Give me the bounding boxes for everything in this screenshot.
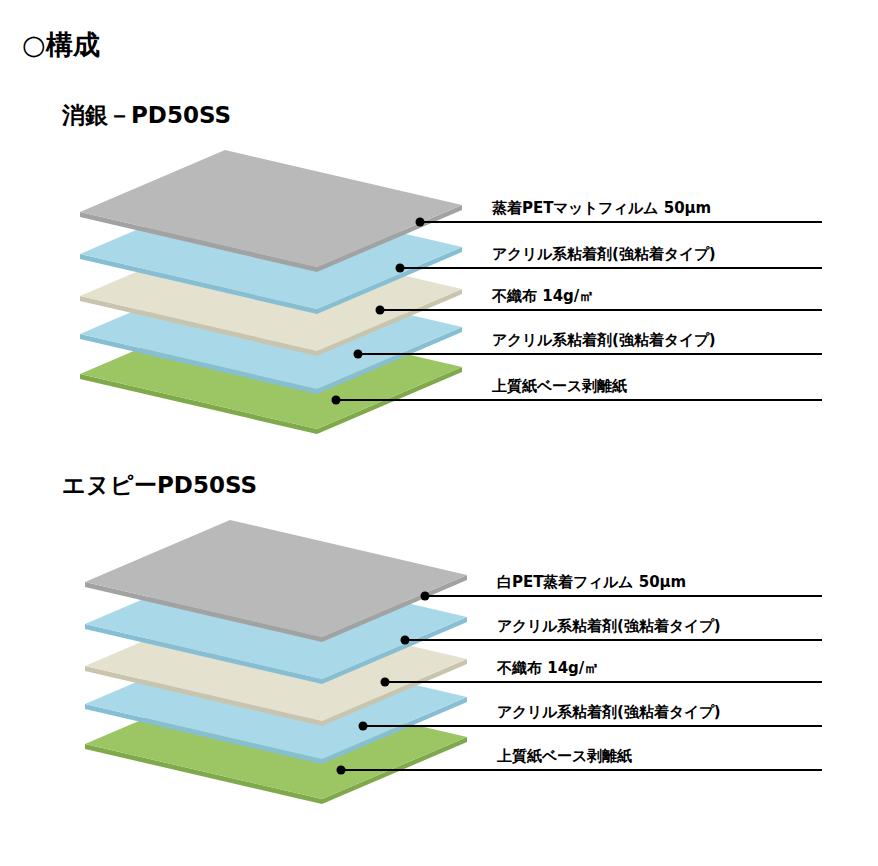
layer-label: アクリル系粘着剤(強粘着タイプ) (492, 244, 716, 264)
layer-sheet (80, 150, 462, 267)
leader-dot (337, 766, 346, 775)
leader-line (420, 221, 822, 223)
leader-dot (332, 396, 341, 405)
layer-label: 上質紙ベース剥離紙 (492, 376, 627, 396)
layer-label: 不織布 14g/㎡ (497, 658, 599, 678)
layer-label: 上質紙ベース剥離紙 (497, 746, 632, 766)
layer-label: 蒸着PETマットフィルム 50μm (492, 198, 711, 218)
page-title: ○構成 (22, 28, 100, 62)
leader-line (380, 309, 822, 311)
layer-label: 不織布 14g/㎡ (492, 286, 594, 306)
layer-sheet (85, 520, 467, 637)
layer-label: アクリル系粘着剤(強粘着タイプ) (497, 616, 721, 636)
leader-dot (416, 218, 425, 227)
leader-line (400, 267, 822, 269)
leader-line (385, 681, 822, 683)
leader-dot (354, 350, 363, 359)
product-heading: エヌピーPD50SS (62, 470, 257, 500)
layer-label: アクリル系粘着剤(強粘着タイプ) (497, 702, 721, 722)
leader-line (336, 399, 822, 401)
layer-label: 白PET蒸着フィルム 50μm (497, 572, 686, 592)
leader-line (425, 595, 822, 597)
leader-dot (376, 306, 385, 315)
leader-line (358, 353, 822, 355)
leader-dot (381, 678, 390, 687)
product-heading: 消銀－PD50SS (62, 100, 231, 130)
layer-label: アクリル系粘着剤(強粘着タイプ) (492, 330, 716, 350)
leader-dot (421, 592, 430, 601)
leader-dot (359, 722, 368, 731)
leader-line (341, 769, 822, 771)
leader-line (363, 725, 822, 727)
leader-line (405, 639, 822, 641)
leader-dot (401, 636, 410, 645)
leader-dot (396, 264, 405, 273)
